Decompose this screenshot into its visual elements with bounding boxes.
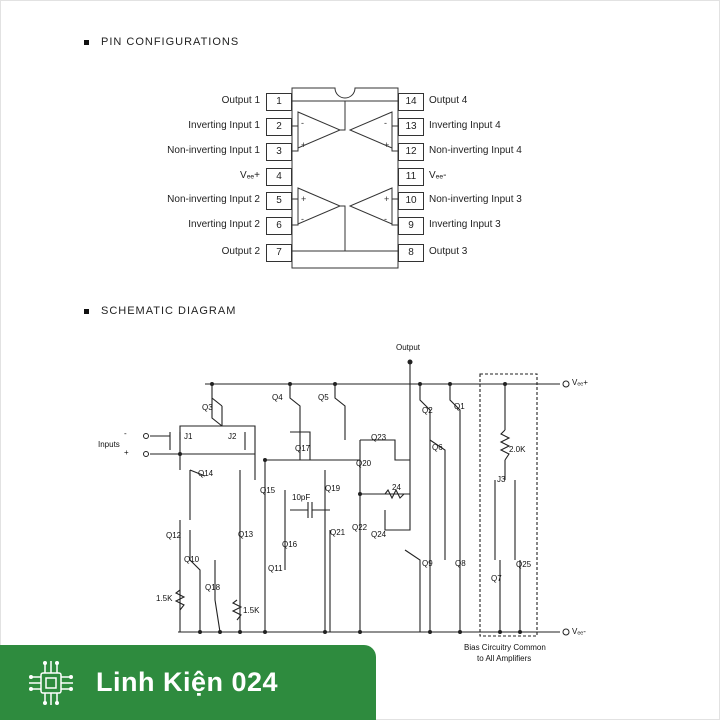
q17-label: Q17 — [295, 444, 311, 453]
q4-label: Q4 — [272, 393, 283, 402]
pin-number-14: 14 — [398, 93, 424, 111]
resistor-2k-label: 2.0K — [509, 445, 526, 454]
pin-label-9: Inverting Input 3 — [429, 219, 501, 230]
svg-text:+: + — [301, 194, 306, 204]
j1-label: J1 — [184, 432, 193, 441]
q3-label: Q3 — [202, 403, 213, 412]
brand-banner: Linh Kiện 024 — [0, 645, 376, 720]
bullet-icon — [84, 39, 89, 45]
dip-body-outline — [291, 87, 399, 269]
pin-label-8: Output 3 — [429, 246, 468, 257]
pin-label-6: Inverting Input 2 — [188, 219, 260, 230]
pin-label-14: Output 4 — [429, 95, 468, 106]
opamp-4-triangle — [348, 111, 393, 149]
input-plus-terminal — [143, 451, 149, 457]
q22-label: Q22 — [352, 523, 368, 532]
j2-label: J2 — [228, 432, 237, 441]
resistor-1-5k-b-label: 1.5K — [243, 606, 260, 615]
pin-label-11: Vₑₑ- — [429, 170, 447, 181]
vcc-minus-terminal — [562, 628, 570, 636]
svg-text:-: - — [301, 118, 304, 128]
pin-number-8: 8 — [398, 244, 424, 262]
q8-label: Q8 — [455, 559, 466, 568]
bias-box — [479, 373, 538, 637]
q11-label: Q11 — [268, 564, 283, 573]
q23-label: Q23 — [371, 433, 387, 442]
pin-label-13: Inverting Input 4 — [429, 120, 501, 131]
brand-name: Linh Kiện 024 — [96, 667, 279, 697]
pin-number-12: 12 — [398, 143, 424, 161]
pin-label-7: Output 2 — [221, 246, 260, 257]
schematic-title-text: SCHEMATIC DIAGRAM — [101, 305, 237, 317]
q14-label: Q14 — [198, 469, 214, 478]
q6-label: Q6 — [432, 443, 443, 452]
bullet-icon — [84, 308, 89, 314]
input-plus-sign: + — [124, 448, 129, 457]
bias-caption-line-1: Bias Circuitry Common — [464, 643, 546, 652]
q25-label: Q25 — [516, 560, 532, 569]
svg-text:+: + — [301, 140, 306, 150]
pin-number-9: 9 — [398, 217, 424, 235]
svg-text:-: - — [384, 214, 387, 224]
q16-label: Q16 — [282, 540, 298, 549]
dip-package-drawing: - + - + + - + - — [291, 87, 399, 269]
q7-label: Q7 — [491, 574, 502, 583]
q2-label: Q2 — [422, 406, 433, 415]
svg-text:-: - — [301, 214, 304, 224]
q20-label: Q20 — [356, 459, 372, 468]
q15-label: Q15 — [260, 486, 276, 495]
resistor-1-5k-a-label: 1.5K — [156, 594, 173, 603]
chip-logo-icon — [26, 658, 76, 708]
input-minus-sign: - — [124, 429, 127, 438]
svg-text:+: + — [384, 194, 389, 204]
pin-number-13: 13 — [398, 118, 424, 136]
pin-label-3: Non-inverting Input 1 — [167, 145, 260, 156]
pin-number-10: 10 — [398, 192, 424, 210]
pin-label-1: Output 1 — [221, 95, 260, 106]
svg-text:-: - — [384, 118, 387, 128]
q13-label: Q13 — [238, 530, 254, 539]
q5-label: Q5 — [318, 393, 329, 402]
pin-number-1: 1 — [266, 93, 292, 111]
q18-label: Q18 — [205, 583, 221, 592]
svg-text:+: + — [384, 140, 389, 150]
pin-label-2: Inverting Input 1 — [188, 120, 260, 131]
pin-number-7: 7 — [266, 244, 292, 262]
q24-label: Q24 — [371, 530, 387, 539]
bias-caption-line-2: to All Amplifiers — [477, 654, 532, 663]
q21-label: Q21 — [330, 528, 346, 537]
pin-number-5: 5 — [266, 192, 292, 210]
pin-number-11: 11 — [398, 168, 424, 186]
pin-config-title-text: PIN CONFIGURATIONS — [101, 36, 240, 48]
vcc-plus-label: Vₑₑ+ — [572, 378, 588, 387]
input-minus-terminal — [143, 433, 149, 439]
opamp-1-triangle — [297, 111, 342, 149]
pin-label-12: Non-inverting Input 4 — [429, 145, 522, 156]
q9-label: Q9 — [422, 559, 433, 568]
q12-label: Q12 — [166, 531, 182, 540]
pin-number-2: 2 — [266, 118, 292, 136]
resistor-24-label: 24 — [392, 483, 401, 492]
q10-label: Q10 — [184, 555, 200, 564]
schematic-title: SCHEMATIC DIAGRAM — [84, 305, 236, 317]
pin-label-5: Non-inverting Input 2 — [167, 194, 260, 205]
inputs-label: Inputs — [98, 440, 120, 449]
opamp-2-triangle — [297, 187, 342, 225]
pin-label-4: Vₑₑ+ — [240, 170, 260, 181]
vcc-plus-terminal — [562, 380, 570, 388]
q19-label: Q19 — [325, 484, 341, 493]
opamp-3-triangle — [348, 187, 393, 225]
pin-number-6: 6 — [266, 217, 292, 235]
q1-label: Q1 — [454, 402, 465, 411]
pin-number-4: 4 — [266, 168, 292, 186]
vcc-minus-label: Vₑₑ- — [572, 627, 586, 636]
capacitor-label: 10pF — [292, 493, 311, 502]
pin-number-3: 3 — [266, 143, 292, 161]
pin-label-10: Non-inverting Input 3 — [429, 194, 522, 205]
j3-label: J3 — [497, 475, 506, 484]
pin-config-title: PIN CONFIGURATIONS — [84, 36, 239, 48]
output-label: Output — [396, 343, 421, 352]
